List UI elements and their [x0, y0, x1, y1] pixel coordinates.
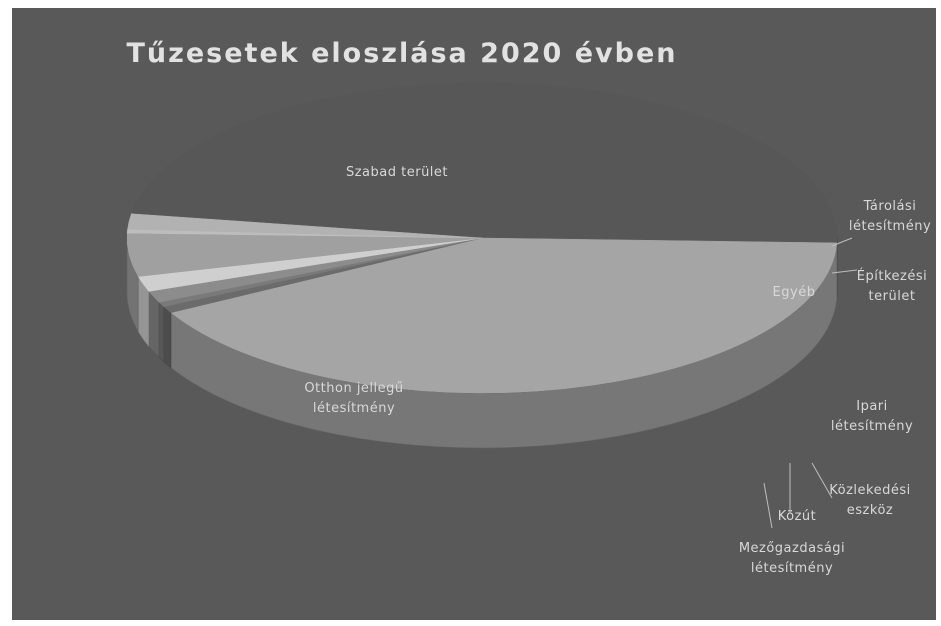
chart-frame: Tűzesetek eloszlása 2020 évben Szabad te…	[12, 8, 936, 620]
leader-line-8	[831, 237, 853, 247]
leader-line-4	[811, 462, 833, 499]
data-label-0: Szabad terület	[346, 165, 448, 180]
leader-line-7	[831, 269, 858, 274]
pie-side-2-0	[163, 305, 172, 369]
chart-title: Tűzesetek eloszlása 2020 évben	[126, 38, 678, 69]
pie-slice-8	[127, 213, 483, 239]
pie-side-3-0	[158, 301, 164, 363]
data-label-6: Egyéb	[773, 285, 816, 300]
data-label-2: Közút	[778, 509, 817, 524]
leader-line-3	[763, 482, 773, 529]
pie-slice-1	[170, 237, 838, 394]
pie-side-4-0	[148, 290, 160, 358]
pie-slice-0	[131, 82, 838, 244]
